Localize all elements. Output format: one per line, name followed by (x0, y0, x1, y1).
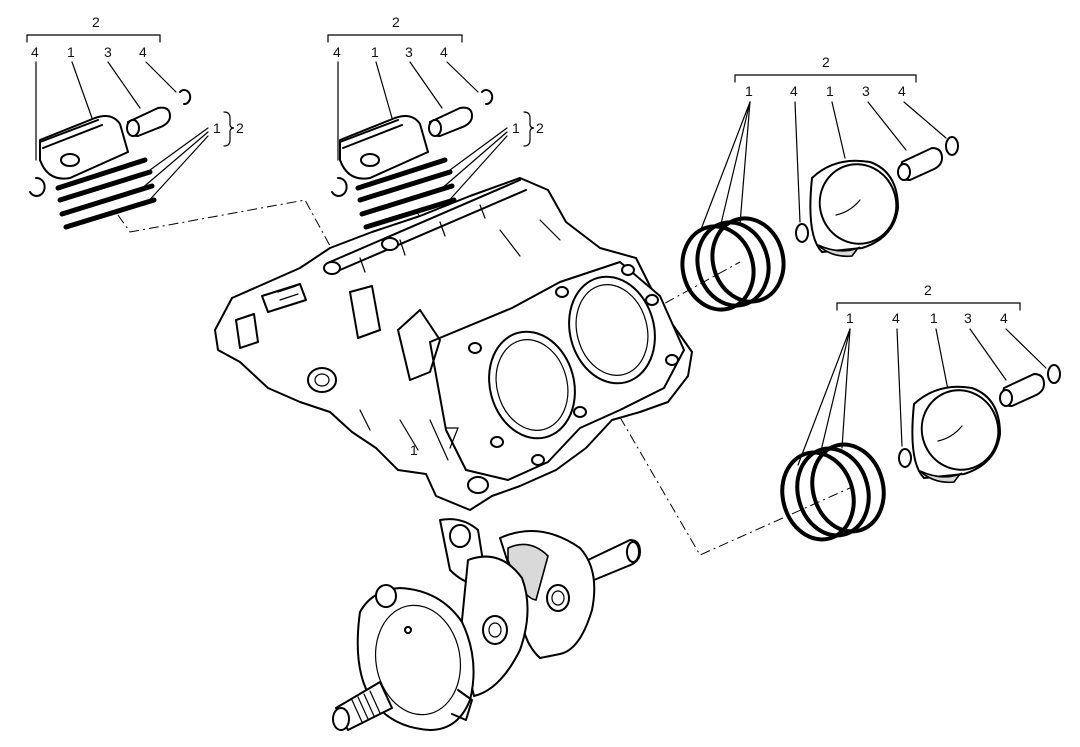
callout-piston: 1 (826, 83, 834, 99)
callout-group: 2 (392, 14, 400, 30)
callout-pin: 3 (405, 44, 413, 60)
callout-clip: 4 (790, 83, 798, 99)
callout-rings: 1 (512, 120, 520, 136)
callout-rings: 1 (745, 83, 753, 99)
callout-right-clip: 4 (139, 44, 147, 60)
callout-pin: 3 (964, 310, 972, 326)
callout-left-clip: 4 (31, 44, 39, 60)
callout-piston: 1 (930, 310, 938, 326)
callout-piston: 1 (67, 44, 75, 60)
piston-kit-right-lower: 2 1 4 1 3 4 (780, 282, 1061, 542)
callout-rings-set: 2 (236, 120, 244, 136)
callout-clip: 4 (1000, 310, 1008, 326)
piston-kit-top-middle: 2 4 1 3 4 1 2 (327, 14, 544, 230)
deck-bolt-holes (468, 264, 679, 466)
crankcase: 1 (214, 177, 693, 511)
callout-crankcase: 1 (410, 442, 418, 458)
callout-left-clip: 4 (333, 44, 341, 60)
callout-rings: 1 (846, 310, 854, 326)
callout-clip: 4 (898, 83, 906, 99)
callout-pin: 3 (862, 83, 870, 99)
piston-kit-top-left: 2 4 1 3 4 1 2 (26, 14, 244, 230)
callout-rings: 1 (213, 120, 221, 136)
callout-group: 2 (822, 54, 830, 70)
callout-piston: 1 (371, 44, 379, 60)
callout-group: 2 (924, 282, 932, 298)
callout-rings-set: 2 (536, 120, 544, 136)
callout-right-clip: 4 (440, 44, 448, 60)
callout-group: 2 (92, 14, 100, 30)
callout-pin: 3 (104, 44, 112, 60)
piston-kit-right-upper: 2 1 4 1 3 4 (680, 54, 959, 312)
crankshaft (332, 518, 641, 731)
callout-clip: 4 (892, 310, 900, 326)
